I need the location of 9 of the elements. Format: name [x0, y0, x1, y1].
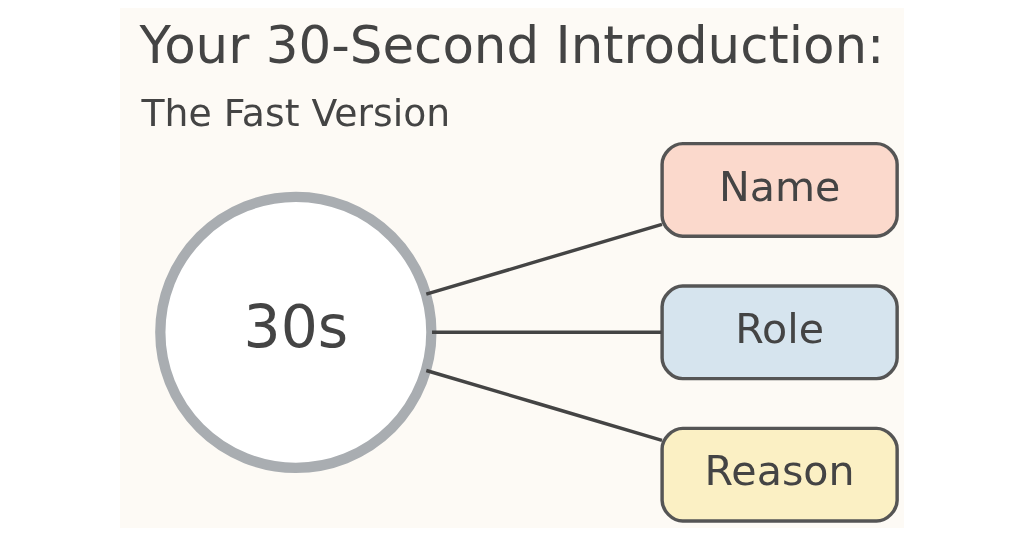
label: The Fast Version — [141, 90, 451, 135]
connector — [432, 330, 662, 335]
node-box: Name — [660, 141, 899, 238]
node-box: Role — [660, 284, 899, 381]
node-box: Reason — [660, 426, 899, 523]
diagram-title: Your 30-Second Introduction: — [139, 14, 885, 75]
connector — [425, 222, 663, 296]
node-circle: 30s — [155, 191, 437, 473]
connector — [425, 368, 663, 442]
